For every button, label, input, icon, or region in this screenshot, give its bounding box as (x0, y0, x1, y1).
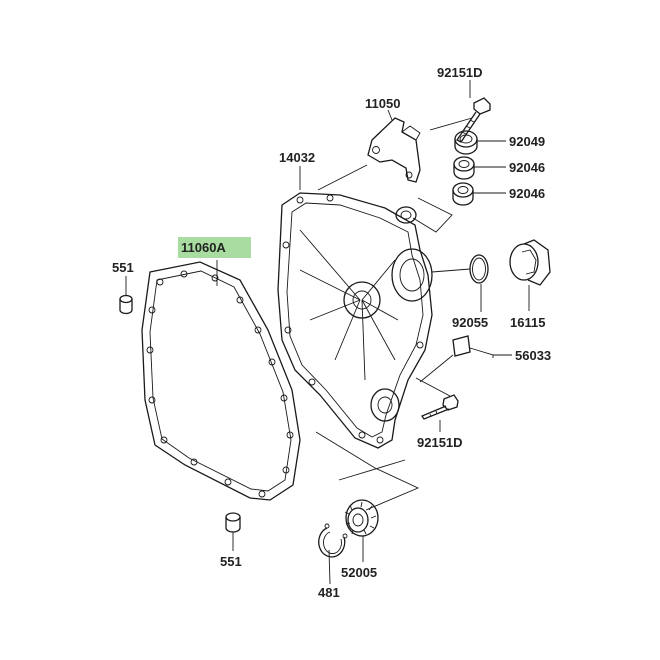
part-number-92055[interactable]: 92055 (452, 315, 488, 330)
clutch-cover-14032 (277, 192, 433, 449)
part-number-92046-a[interactable]: 92046 (509, 160, 545, 175)
gear-52005 (344, 499, 379, 537)
part-labels: 92151D 11050 92049 92046 92046 14032 110… (112, 65, 551, 600)
label-56033 (452, 335, 471, 357)
o-ring-92055 (469, 254, 489, 284)
leader-lines (125, 80, 530, 585)
part-number-92049[interactable]: 92049 (509, 134, 545, 149)
bearing-92046-a (453, 156, 475, 180)
gasket-11060a (141, 261, 301, 501)
bracket-11050 (367, 117, 421, 183)
seal-92049 (454, 130, 478, 155)
bolt-92151d-bottom (421, 394, 459, 420)
dowel-pin-551-top (119, 294, 133, 315)
part-highlight-11060a (178, 237, 251, 258)
bolt-92151d-top (456, 97, 491, 143)
part-number-11060a[interactable]: 11060A (181, 240, 226, 255)
part-number-14032[interactable]: 14032 (279, 150, 315, 165)
part-number-56033[interactable]: 56033 (515, 348, 551, 363)
bearing-92046-b (452, 182, 474, 206)
dowel-pin-551-bottom (225, 512, 241, 533)
part-number-16115[interactable]: 16115 (510, 315, 545, 330)
part-number-481[interactable]: 481 (318, 585, 340, 600)
part-number-551-top[interactable]: 551 (112, 260, 134, 275)
part-number-52005[interactable]: 52005 (341, 565, 377, 580)
cap-16115 (509, 239, 551, 286)
circlip-481 (318, 523, 348, 558)
part-number-551-bottom[interactable]: 551 (220, 554, 242, 569)
part-number-92151d-bottom[interactable]: 92151D (417, 435, 463, 450)
part-number-92151d-top[interactable]: 92151D (437, 65, 483, 80)
part-number-11050[interactable]: 11050 (365, 96, 400, 111)
part-number-92046-b[interactable]: 92046 (509, 186, 545, 201)
